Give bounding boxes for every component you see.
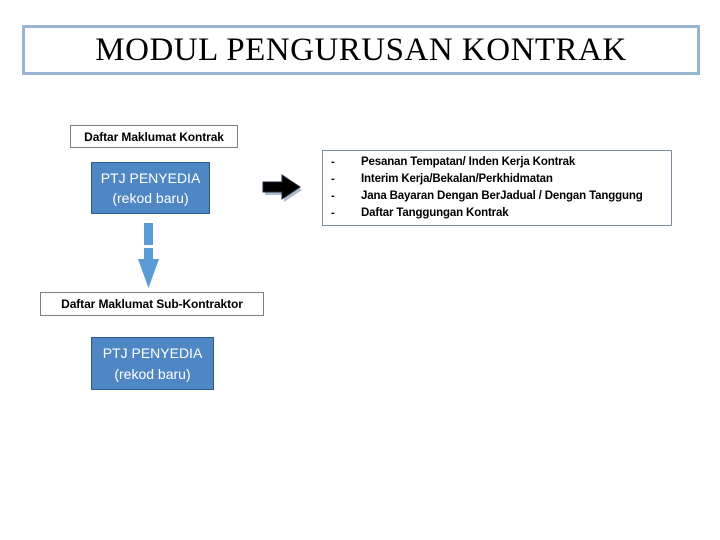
list-item: - Interim Kerja/Bekalan/Perkhidmatan bbox=[331, 173, 671, 190]
list-bullet-icon: - bbox=[331, 173, 335, 185]
section-header-daftar-maklumat-kontrak: Daftar Maklumat Kontrak bbox=[70, 125, 238, 148]
list-item: - Daftar Tanggungan Kontrak bbox=[331, 207, 671, 224]
list-item: - Pesanan Tempatan/ Inden Kerja Kontrak bbox=[331, 156, 671, 173]
list-bullet-icon: - bbox=[331, 156, 335, 168]
list-item-label: Jana Bayaran Dengan BerJadual / Dengan T… bbox=[361, 190, 643, 202]
process-box-line-1: PTJ PENYEDIA bbox=[102, 345, 203, 362]
arrow-right-icon bbox=[262, 174, 304, 202]
list-item: - Jana Bayaran Dengan BerJadual / Dengan… bbox=[331, 190, 671, 207]
arrow-down-icon bbox=[136, 221, 162, 291]
process-box-line-1: PTJ PENYEDIA bbox=[100, 169, 201, 186]
output-list-panel: - Pesanan Tempatan/ Inden Kerja Kontrak … bbox=[322, 150, 672, 226]
page-title-banner: MODUL PENGURUSAN KONTRAK bbox=[22, 25, 700, 75]
list-bullet-icon: - bbox=[331, 190, 335, 202]
section-header-label: Daftar Maklumat Sub-Kontraktor bbox=[61, 297, 243, 311]
page-title: MODUL PENGURUSAN KONTRAK bbox=[95, 31, 627, 68]
list-item-label: Pesanan Tempatan/ Inden Kerja Kontrak bbox=[361, 156, 576, 168]
section-header-label: Daftar Maklumat Kontrak bbox=[84, 129, 224, 144]
process-box-line-2: (rekod baru) bbox=[114, 365, 191, 382]
process-box-line-2: (rekod baru) bbox=[112, 190, 189, 206]
list-item-label: Interim Kerja/Bekalan/Perkhidmatan bbox=[361, 173, 553, 185]
list-bullet-icon: - bbox=[331, 207, 335, 219]
process-box-ptj-penyedia-sub-kontraktor[interactable]: PTJ PENYEDIA (rekod baru) bbox=[91, 337, 214, 390]
process-box-ptj-penyedia-kontrak[interactable]: PTJ PENYEDIA (rekod baru) bbox=[91, 162, 210, 214]
section-header-daftar-maklumat-sub-kontraktor: Daftar Maklumat Sub-Kontraktor bbox=[40, 292, 264, 316]
list-item-label: Daftar Tanggungan Kontrak bbox=[361, 207, 509, 219]
